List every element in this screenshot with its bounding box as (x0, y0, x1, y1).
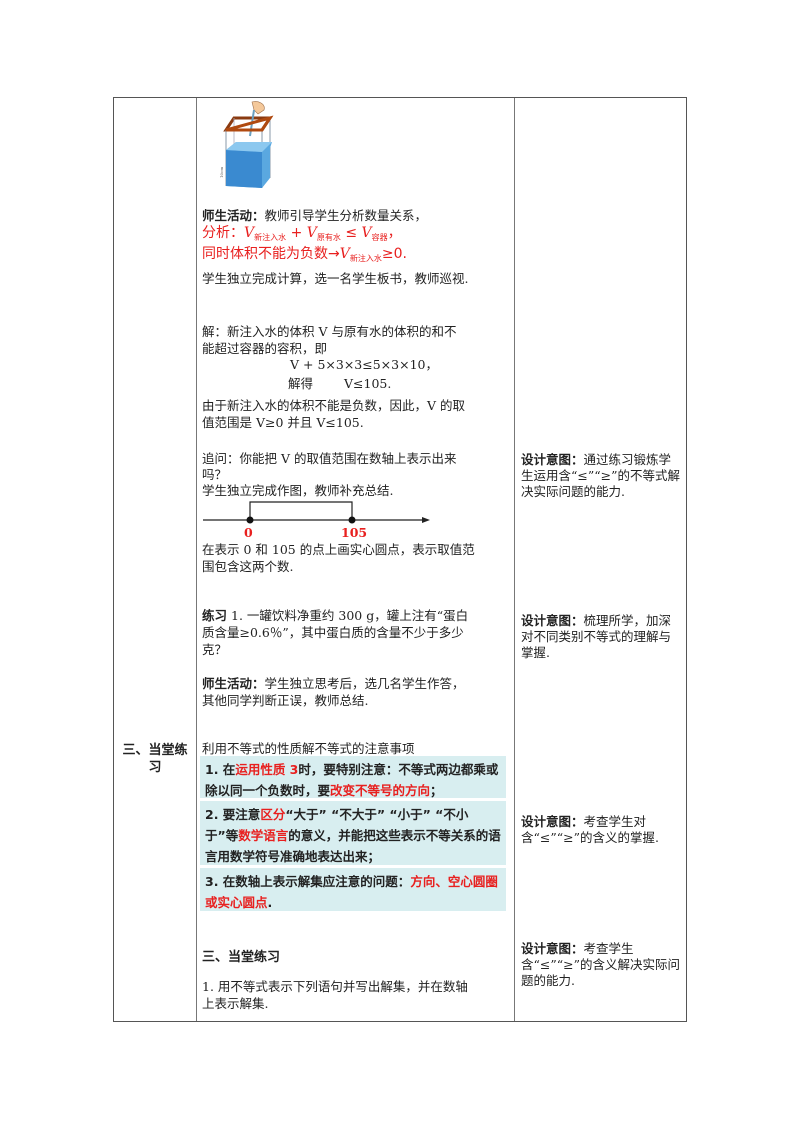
column-divider-1 (196, 98, 197, 1021)
activity-text: 教师引导学生分析数量关系， (264, 208, 428, 223)
number-line-label-0: 0 (244, 525, 253, 540)
followup-line-2: 吗？ (202, 467, 228, 482)
column-divider-2 (514, 98, 515, 1021)
section-label: 三、当堂练习 (122, 743, 188, 775)
number-line-desc-2: 围包含这两个数. (202, 559, 294, 574)
solution-line-5: 由于新注入水的体积不能是负数，因此，V 的取 (202, 398, 466, 413)
water-container-illustration-icon: 10cm (218, 100, 280, 192)
analysis-line-1: 分析：V新注入水 + V原有水 ≤ V容器， (202, 225, 402, 242)
note-1: 1. 在运用性质 3时，要特别注意：不等式两边都乘或除以同一个负数时，要改变不等… (200, 756, 506, 798)
svg-text:10cm: 10cm (219, 167, 224, 178)
design-intent-1: 设计意图：通过练习锻炼学生运用含“≤”“≥”的不等式解决实际问题的能力. (521, 452, 681, 499)
exercise-1-line-1: 练习 1. 一罐饮料净重约 300 g，罐上注有“蛋白 (202, 608, 469, 623)
practice-heading: 三、当堂练习 (202, 950, 281, 965)
followup-line-1: 追问：你能把 V 的取值范围在数轴上表示出来 (202, 451, 457, 466)
solution-line-6: 值范围是 V≥0 并且 V≤105. (202, 415, 364, 430)
exercise-1-line-2: 质含量≥0.6％”，其中蛋白质的含量不少于多少 (202, 625, 464, 640)
notes-title: 利用不等式的性质解不等式的注意事项 (202, 741, 415, 756)
design-intent-2: 设计意图：梳理所学，加深对不同类别不等式的理解与掌握. (521, 613, 672, 660)
practice-q1-line-1: 1. 用不等式表示下列语句并写出解集，并在数轴 (202, 979, 468, 994)
activity-label: 师生活动： (202, 208, 265, 223)
teacher-activity-1: 师生活动：教师引导学生分析数量关系， (202, 207, 512, 224)
teacher-activity-2-line-1: 师生活动：学生独立思考后，选几名学生作答， (202, 676, 465, 691)
solution-result: V≤105. (344, 376, 392, 391)
design-intent-3: 设计意图：考查学生对含“≤”“≥”的含义的掌握. (521, 814, 659, 845)
number-line-desc-1: 在表示 0 和 105 的点上画实心圆点，表示取值范 (202, 542, 475, 557)
solution-equation: V + 5×3×3≤5×3×10， (290, 357, 438, 372)
number-line-label-105: 105 (341, 525, 368, 540)
lesson-table (113, 97, 687, 1022)
analysis-label: 分析： (202, 225, 244, 241)
analysis-line-2: 同时体积不能为负数→V新注入水≥0. (202, 246, 407, 263)
exercise-1-line-3: 克？ (202, 642, 228, 657)
design-intent-4: 设计意图：考查学生含“≤”“≥”的含义解决实际问题的能力. (521, 941, 681, 988)
practice-q1-line-2: 上表示解集. (202, 996, 269, 1011)
solution-line-1: 解：新注入水的体积 V 与原有水的体积的和不 (202, 324, 457, 339)
note-3: 3. 在数轴上表示解集应注意的问题：方向、空心圆圈或实心圆点. (200, 868, 506, 911)
number-line: 0 105 (200, 498, 435, 542)
student-calc-text: 学生独立完成计算，选一名学生板书，教师巡视. (202, 271, 469, 286)
teacher-activity-2-line-2: 其他同学判断正误，教师总结. (202, 693, 369, 708)
followup-line-3: 学生独立完成作图，教师补充总结. (202, 483, 394, 498)
solution-result-label: 解得 (288, 376, 314, 391)
solution-line-2: 能超过容器的容积，即 (202, 341, 328, 356)
note-2: 2. 要注意区分“大于” “不大于” “小于” “不小于”等数学语言的意义，并能… (200, 801, 506, 865)
